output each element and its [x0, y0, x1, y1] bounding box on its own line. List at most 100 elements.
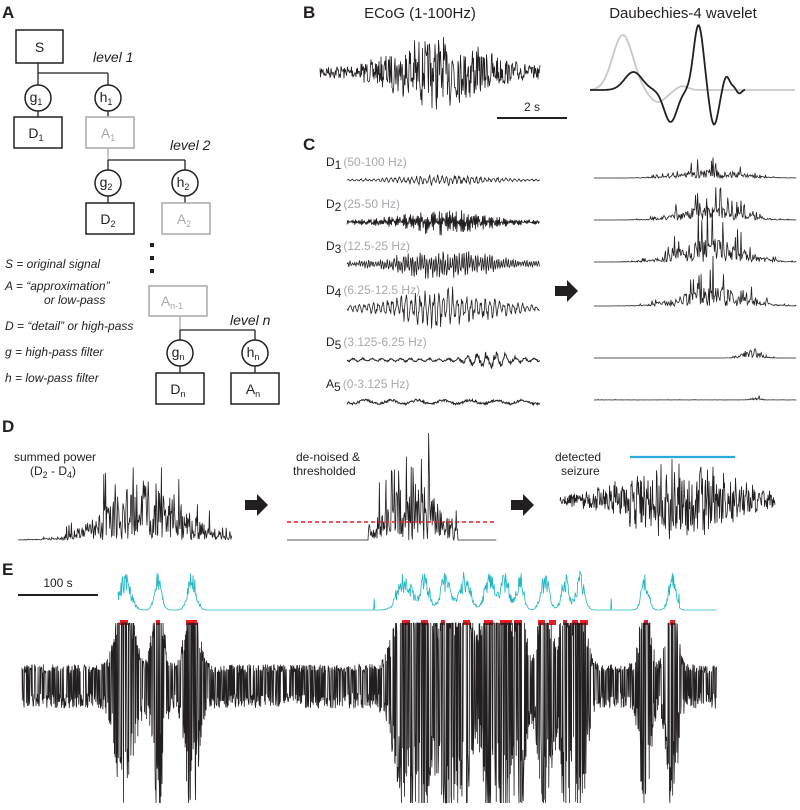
- band-trace: [346, 286, 540, 329]
- band-power-trace: [594, 187, 797, 222]
- denoised-trace: [287, 432, 497, 542]
- band-power-trace: [594, 395, 797, 401]
- detection-bar: [549, 620, 556, 625]
- level-1-label: level 1: [93, 49, 133, 65]
- summed-power-label: summed power: [14, 450, 96, 464]
- node-a2: A2: [161, 202, 211, 235]
- band-trace: [346, 173, 540, 187]
- detection-bar: [563, 620, 567, 625]
- svg-text:A2: A2: [177, 211, 191, 229]
- detection-bar: [484, 620, 493, 625]
- legend-item: or low-pass: [44, 293, 105, 307]
- legend-item: S = original signal: [5, 257, 100, 271]
- detection-bar: [644, 620, 648, 625]
- power-trace: [117, 570, 717, 611]
- level-n-label: level n: [230, 312, 271, 328]
- panel-label-b: B: [303, 3, 315, 22]
- seizure-label: seizure: [561, 464, 600, 478]
- ecog-trace: [319, 36, 541, 110]
- summed-power-range: (D2 - D4): [30, 464, 76, 480]
- node-gn: gn: [166, 339, 194, 367]
- band-trace: [346, 210, 540, 236]
- svg-text:h2: h2: [177, 174, 190, 192]
- node-g2: g2: [94, 169, 122, 197]
- band-trace: [346, 398, 541, 407]
- panel-label-d: D: [2, 417, 14, 436]
- band-traces: [346, 173, 541, 407]
- svg-text:D1: D1: [28, 125, 43, 143]
- summed-power-trace: [17, 467, 232, 542]
- svg-text:g1: g1: [30, 89, 43, 107]
- band-labels: D1(50-100 Hz) D2(25-50 Hz) D3(12.5-25 Hz) D…: [326, 155, 427, 394]
- level-2-label: level 2: [170, 137, 211, 153]
- wavelet-tree-lines: [37, 63, 256, 373]
- node-h2: h2: [171, 169, 199, 197]
- detection-bar: [580, 620, 588, 625]
- panel-label-a: A: [2, 3, 14, 22]
- svg-text:D2: D2: [100, 211, 115, 229]
- detection-bar: [463, 620, 470, 625]
- legend-item: A = “approximation”: [4, 279, 111, 293]
- arrow-icon: [555, 280, 578, 302]
- detection-bar: [186, 620, 197, 625]
- wavelet-mother-function: [590, 24, 746, 126]
- svg-text:h1: h1: [100, 89, 113, 107]
- scale-label-2s: 2 s: [524, 100, 540, 114]
- ecog-title: ECoG (1-100Hz): [364, 5, 476, 22]
- tree-legend: S = original signal A = “approximation” …: [4, 257, 133, 385]
- node-hn: hn: [241, 339, 269, 367]
- long-ecog-trace: [21, 622, 718, 804]
- band-power-trace: [594, 255, 797, 308]
- detection-bar: [670, 620, 675, 625]
- band-power-trace: [594, 157, 797, 180]
- detected-label: detected: [555, 450, 601, 464]
- detection-bar: [120, 620, 128, 625]
- wavelet-scaling-function: [589, 34, 795, 103]
- band-label: D3(12.5-25 Hz): [326, 239, 410, 256]
- node-dn: Dn: [155, 372, 205, 405]
- node-an: An: [230, 372, 280, 405]
- detection-bar: [156, 620, 160, 625]
- legend-item: D = “detail” or high-pass: [5, 319, 133, 333]
- node-g1: g1: [24, 84, 52, 112]
- band-power-trace: [594, 206, 797, 264]
- svg-text:Dn: Dn: [170, 381, 185, 399]
- thresholded-label: thresholded: [293, 464, 356, 478]
- node-a-n-minus-1: An-1: [148, 285, 208, 317]
- band-label: A5(0-3.125 Hz): [326, 377, 409, 394]
- node-d2: D2: [85, 202, 135, 235]
- detection-bar: [402, 620, 410, 625]
- svg-text:gn: gn: [172, 344, 185, 362]
- detection-bar: [572, 620, 578, 625]
- detected-seizure-trace: [559, 459, 776, 540]
- detection-bar: [500, 620, 512, 625]
- node-h1: h1: [94, 84, 122, 112]
- panel-label-c: C: [303, 135, 315, 154]
- legend-item: h = low-pass filter: [5, 371, 100, 385]
- detection-bar: [538, 620, 545, 625]
- detection-bar: [514, 620, 522, 625]
- scale-label-100s: 100 s: [43, 576, 72, 590]
- detection-bar: [421, 620, 428, 625]
- denoised-label: de-noised &: [296, 450, 360, 464]
- band-label: D1(50-100 Hz): [326, 155, 407, 172]
- legend-item: g = high-pass filter: [5, 345, 104, 359]
- band-label: D4(6.25-12.5 Hz): [326, 283, 420, 300]
- svg-text:g2: g2: [100, 174, 113, 192]
- node-a1: A1: [85, 116, 135, 149]
- ellipsis-dots: [150, 243, 154, 273]
- panel-label-e: E: [2, 560, 13, 579]
- svg-text:An-1: An-1: [161, 293, 183, 311]
- detection-bar: [441, 620, 445, 625]
- arrow-icon: [245, 494, 268, 516]
- detection-bars: [120, 620, 675, 625]
- node-root-label: S: [35, 39, 44, 55]
- svg-text:hn: hn: [247, 344, 260, 362]
- svg-text:A1: A1: [101, 125, 115, 143]
- wavelet-title: Daubechies-4 wavelet: [609, 5, 757, 22]
- node-d1: D1: [13, 116, 63, 149]
- band-label: D5(3.125-6.25 Hz): [326, 335, 427, 352]
- arrow-icon: [511, 494, 534, 516]
- band-label: D2(25-50 Hz): [326, 197, 400, 214]
